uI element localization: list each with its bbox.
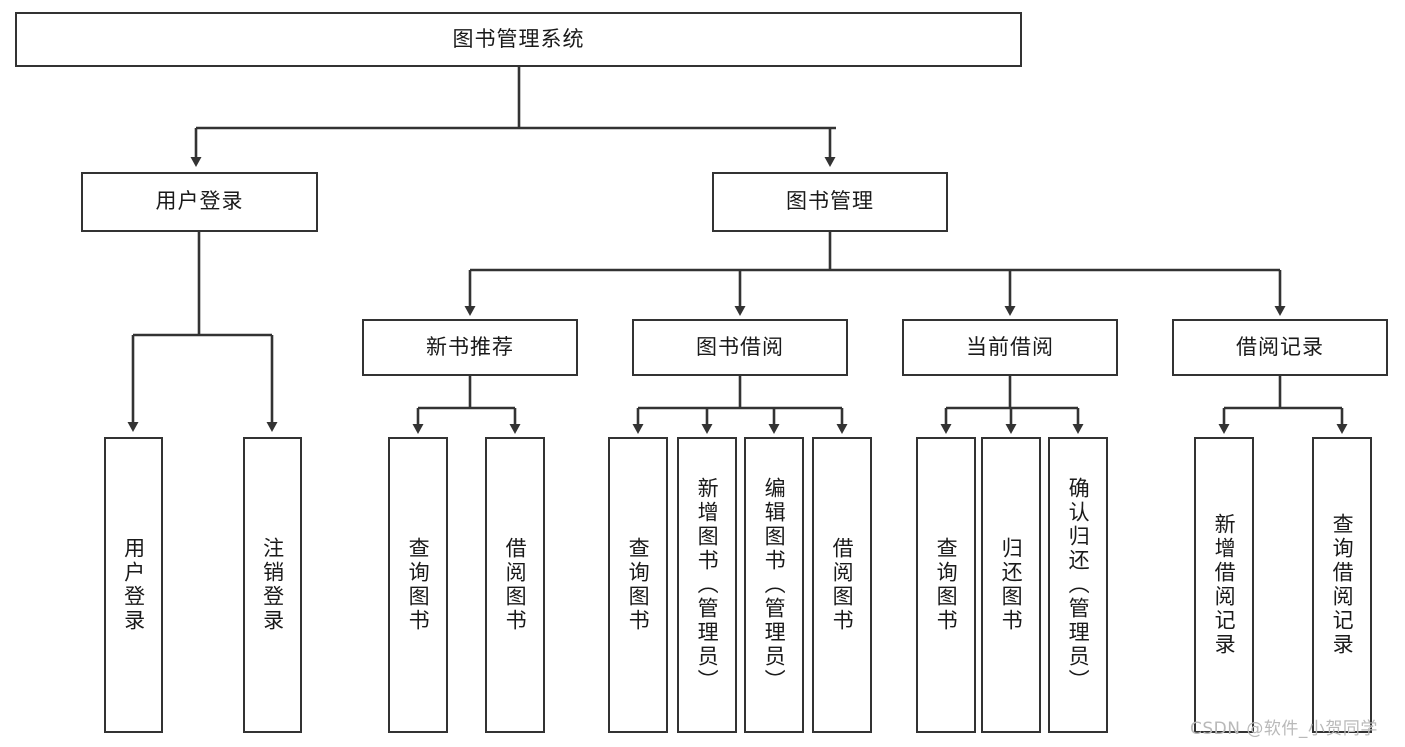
leaf-query-book-current[interactable]: 查询图书 xyxy=(916,437,976,733)
leaf-logout-login[interactable]: 注销登录 xyxy=(243,437,302,733)
node-label: 图书借阅 xyxy=(696,334,784,359)
node-label: 新增图书（管理员） xyxy=(695,477,720,693)
node-label: 新书推荐 xyxy=(426,334,514,359)
csdn-watermark: CSDN @软件_小贺同学 xyxy=(1190,719,1378,739)
node-borrow-record[interactable]: 借阅记录 xyxy=(1172,319,1388,376)
node-current-borrow[interactable]: 当前借阅 xyxy=(902,319,1118,376)
node-label: 确认归还（管理员） xyxy=(1066,477,1091,693)
leaf-add-book-admin[interactable]: 新增图书（管理员） xyxy=(677,437,737,733)
node-label: 图书管理系统 xyxy=(452,26,585,51)
node-root-book-management-system[interactable]: 图书管理系统 xyxy=(15,12,1022,67)
node-label: 查询图书 xyxy=(406,537,431,633)
node-label: 查询图书 xyxy=(934,537,959,633)
node-label: 注销登录 xyxy=(260,537,285,633)
leaf-user-login[interactable]: 用户登录 xyxy=(104,437,163,733)
node-label: 用户登录 xyxy=(121,537,146,633)
leaf-borrow-book[interactable]: 借阅图书 xyxy=(812,437,872,733)
node-label: 借阅图书 xyxy=(503,537,528,633)
node-label: 归还图书 xyxy=(999,537,1024,633)
leaf-query-book-borrow[interactable]: 查询图书 xyxy=(608,437,668,733)
node-label: 用户登录 xyxy=(155,189,244,214)
node-user-login[interactable]: 用户登录 xyxy=(81,172,318,232)
node-label: 编辑图书（管理员） xyxy=(762,477,787,693)
node-label: 借阅图书 xyxy=(830,537,855,633)
node-book-borrow[interactable]: 图书借阅 xyxy=(632,319,848,376)
node-label: 当前借阅 xyxy=(966,334,1054,359)
node-book-management[interactable]: 图书管理 xyxy=(712,172,948,232)
leaf-edit-book-admin[interactable]: 编辑图书（管理员） xyxy=(744,437,804,733)
node-label: 新增借阅记录 xyxy=(1212,513,1237,657)
node-new-book-recommendation[interactable]: 新书推荐 xyxy=(362,319,578,376)
node-label: 查询图书 xyxy=(626,537,651,633)
leaf-query-borrow-record[interactable]: 查询借阅记录 xyxy=(1312,437,1372,733)
node-label: 查询借阅记录 xyxy=(1330,513,1355,657)
leaf-return-book[interactable]: 归还图书 xyxy=(981,437,1041,733)
leaf-add-borrow-record[interactable]: 新增借阅记录 xyxy=(1194,437,1254,733)
leaf-query-book-new-rec[interactable]: 查询图书 xyxy=(388,437,448,733)
leaf-confirm-return-admin[interactable]: 确认归还（管理员） xyxy=(1048,437,1108,733)
node-label: 图书管理 xyxy=(786,189,874,214)
leaf-borrow-book-new-rec[interactable]: 借阅图书 xyxy=(485,437,545,733)
node-label: 借阅记录 xyxy=(1236,334,1324,359)
